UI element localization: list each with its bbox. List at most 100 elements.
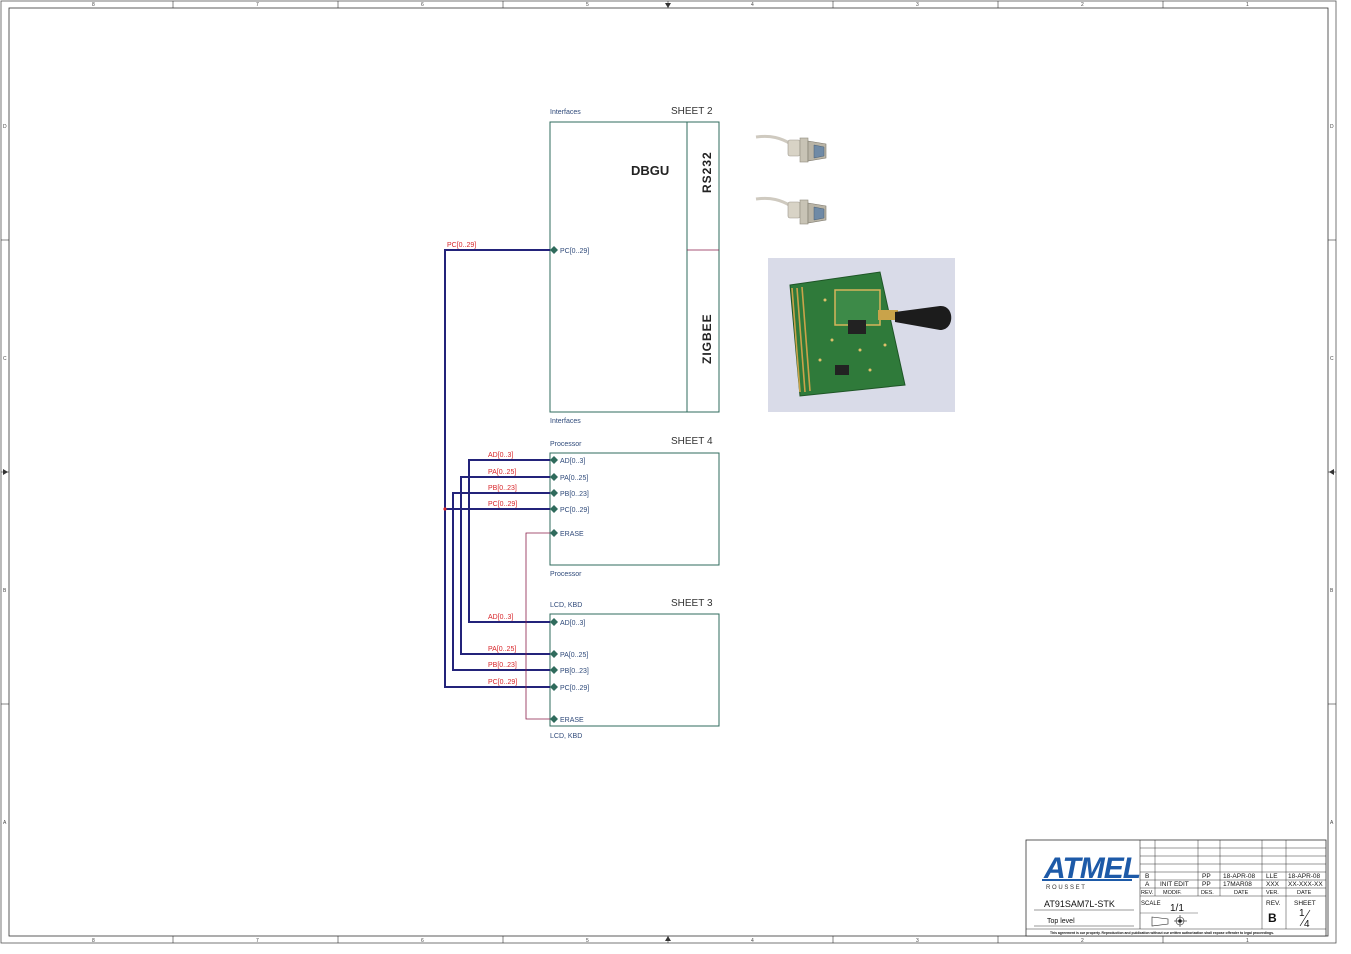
lcd-port-erase: ERASE: [560, 717, 584, 724]
svg-text:XX-XXX-XX: XX-XXX-XX: [1288, 881, 1323, 888]
zigbee-label: ZIGBEE: [700, 313, 714, 364]
net-label: PC[0..29]: [488, 679, 517, 686]
sheet-number: 1: [1299, 908, 1305, 919]
svg-text:C: C: [1330, 356, 1334, 362]
processor-port-pc: PC[0..29]: [560, 507, 589, 514]
lcd-top-label: LCD, KBD: [550, 602, 582, 609]
svg-text:6: 6: [421, 938, 424, 944]
interfaces-port-pc: PC[0..29]: [560, 248, 589, 255]
sheet-total: 4: [1304, 919, 1310, 930]
net-label: PC[0..29]: [447, 242, 476, 249]
rev-value: B: [1268, 911, 1277, 925]
net-label: PC[0..29]: [488, 501, 517, 508]
net-label: PB[0..23]: [488, 662, 517, 669]
port-marker: [550, 246, 558, 254]
svg-text:A: A: [1145, 881, 1150, 888]
zone-ticks: [1, 1, 1336, 943]
processor-port-ad: AD[0..3]: [560, 458, 585, 465]
lcd-port-ad: AD[0..3]: [560, 620, 585, 627]
svg-text:B: B: [1145, 873, 1149, 880]
svg-text:5: 5: [586, 2, 589, 8]
port-markers: [550, 456, 558, 537]
svg-text:DATE: DATE: [1234, 890, 1249, 896]
inner-frame: [8, 7, 1329, 937]
zigbee-module-photo: [768, 258, 955, 412]
svg-text:2: 2: [1081, 938, 1084, 944]
svg-text:LLE: LLE: [1266, 873, 1278, 880]
revision-table: B PP 18-APR-08 LLE 18-APR-08 A INIT EDIT…: [1141, 873, 1323, 896]
svg-text:3: 3: [916, 938, 919, 944]
junction-dot: [443, 507, 447, 511]
svg-text:4: 4: [751, 938, 754, 944]
svg-text:8: 8: [92, 2, 95, 8]
sheet-slash: [1299, 909, 1311, 927]
svg-text:DES.: DES.: [1201, 890, 1214, 896]
svg-text:PP: PP: [1202, 873, 1211, 880]
net-label: AD[0..3]: [488, 614, 513, 621]
lcd-bottom-label: LCD, KBD: [550, 733, 582, 740]
processor-port-pb: PB[0..23]: [560, 491, 589, 498]
atmel-logo: ATMEL R O U S S E T: [1042, 852, 1141, 891]
svg-text:4: 4: [751, 2, 754, 8]
net-label: PA[0..25]: [488, 469, 516, 476]
svg-text:PP: PP: [1202, 881, 1211, 888]
lcd-kbd-block[interactable]: LCD, KBD SHEET 3 AD[0..3] PA[0..25] PB[0…: [549, 598, 720, 740]
svg-text:XXX: XXX: [1266, 881, 1280, 888]
sheet-label: SHEET: [1294, 900, 1316, 907]
processor-block[interactable]: Processor SHEET 4 AD[0..3] PA[0..25] PB[…: [549, 436, 720, 578]
net-labels: PC[0..29] AD[0..3] PA[0..25] PB[0..23] P…: [447, 242, 517, 686]
svg-text:17MAR08: 17MAR08: [1223, 881, 1252, 888]
row-labels-left: D C B A: [3, 124, 7, 826]
svg-text:2: 2: [1081, 2, 1084, 8]
svg-text:MODIF.: MODIF.: [1163, 890, 1182, 896]
lcd-port-pb: PB[0..23]: [560, 668, 589, 675]
processor-bottom-label: Processor: [550, 571, 582, 578]
svg-text:A: A: [3, 820, 7, 826]
scale-value: 1/1: [1170, 903, 1184, 914]
net-label: PB[0..23]: [488, 485, 517, 492]
lcd-port-pa: PA[0..25]: [560, 652, 588, 659]
interfaces-bottom-label: Interfaces: [550, 418, 581, 425]
db9-connector-icon: [755, 196, 827, 225]
svg-text:7: 7: [256, 2, 259, 8]
svg-text:C: C: [3, 356, 7, 362]
processor-sheet-label: SHEET 4: [671, 436, 713, 447]
interfaces-top-label: Interfaces: [550, 109, 581, 116]
dbgu-title: DBGU: [631, 163, 669, 178]
svg-text:B: B: [3, 588, 7, 594]
erase-wire: [525, 532, 550, 720]
row-labels-right: D C B A: [1330, 124, 1334, 826]
sheet-title: Top level: [1047, 918, 1075, 925]
net-label: AD[0..3]: [488, 452, 513, 459]
processor-port-pa: PA[0..25]: [560, 475, 588, 482]
svg-text:B: B: [1330, 588, 1334, 594]
svg-text:3: 3: [916, 2, 919, 8]
db9-connector-icon: [755, 134, 827, 163]
interfaces-block[interactable]: Interfaces SHEET 2 DBGU RS232 ZIGBEE PC[…: [549, 106, 720, 425]
rev-label: REV.: [1266, 900, 1281, 907]
bus-wires: [444, 249, 550, 688]
svg-text:D: D: [3, 124, 7, 130]
processor-port-erase: ERASE: [560, 531, 584, 538]
outer-frame: [0, 0, 1337, 944]
scale-label: SCALE: [1141, 901, 1161, 907]
projection-icon: [1151, 915, 1187, 927]
svg-text:18-APR-08: 18-APR-08: [1288, 873, 1321, 880]
svg-text:REV.: REV.: [1141, 890, 1154, 896]
svg-text:8: 8: [92, 938, 95, 944]
project-name: AT91SAM7L-STK: [1044, 899, 1115, 909]
net-label: PA[0..25]: [488, 646, 516, 653]
svg-text:INIT EDIT: INIT EDIT: [1160, 881, 1189, 888]
interfaces-sheet-label: SHEET 2: [671, 106, 713, 117]
lcd-port-pc: PC[0..29]: [560, 685, 589, 692]
svg-text:D: D: [1330, 124, 1334, 130]
title-footer: This agreement is our property. Reproduc…: [1050, 931, 1274, 935]
lcd-sheet-label: SHEET 3: [671, 598, 713, 609]
port-markers: [550, 618, 558, 723]
centering-arrows: [3, 3, 1334, 941]
svg-text:7: 7: [256, 938, 259, 944]
svg-text:VER.: VER.: [1266, 890, 1279, 896]
rs232-label: RS232: [700, 151, 714, 193]
logo-sub: R O U S S E T: [1046, 885, 1085, 891]
